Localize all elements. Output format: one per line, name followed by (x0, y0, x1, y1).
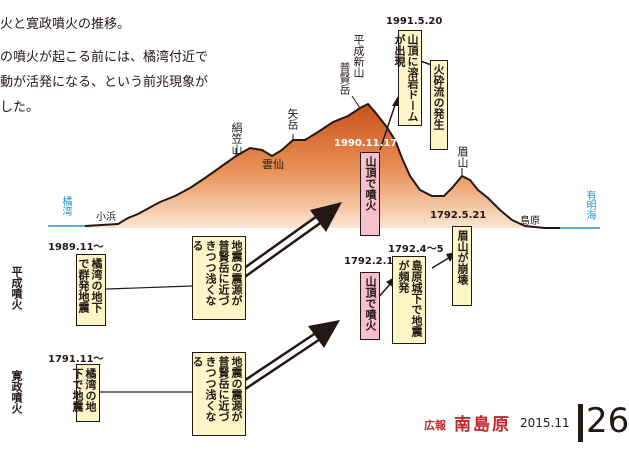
date-heisei-start: 1989.11〜 (48, 242, 104, 253)
box-heisei-pyroclastic: 火砕流の発生 (430, 60, 448, 150)
footer-city-name: 南島原 (454, 415, 511, 435)
label-ariake-sea: 有明海 (584, 190, 595, 220)
label-era-heisei: 平成噴火 (10, 266, 23, 310)
label-unzen: 雲仙 (262, 158, 284, 171)
box-kansei-swarm: 橘湾の地下で地震 (71, 364, 100, 422)
arrow-to-dome (379, 101, 397, 151)
footer-bar (578, 404, 583, 442)
intro-line-4: した。 (0, 100, 40, 115)
intro-line-2: の噴火が起こる前には、橘湾付近で (0, 50, 209, 65)
label-shimabara: 島原 (520, 216, 540, 227)
box-heisei-dome: 山頂に溶岩ドームが出現 (393, 30, 422, 126)
label-kinugasa: 絹笠山 (230, 122, 243, 155)
box-heisei-hypocenter: 地震の震源が普賢岳に近づきつつ浅くなる (191, 236, 246, 320)
label-obama: 小浜 (96, 212, 116, 223)
label-tachibana-bay: 橘湾 (60, 196, 71, 216)
diagram-canvas (48, 59, 600, 442)
footer-koho: 広報 (424, 419, 446, 432)
box-heisei-swarm: 橘湾の地下で群発地震 (76, 254, 106, 326)
label-era-kansei: 寛政噴火 (10, 370, 23, 414)
box-kansei-hypocenter: 地震の震源が普賢岳に近づきつつ浅くなる (191, 352, 246, 436)
box-kansei-eruption: 山頂で噴火 (360, 272, 380, 340)
label-yada: 矢岳 (286, 108, 299, 130)
label-mayu: 眉山 (456, 146, 469, 168)
footer-issue-date: 2015.11 (520, 416, 570, 430)
footer-page-number: 26 (586, 401, 629, 441)
box-heisei-eruption: 山頂で噴火 (360, 152, 380, 236)
date-heisei-dome: 1991.5.20 (386, 16, 443, 27)
date-kansei-flank: 1792.4〜5 (388, 244, 444, 255)
date-kansei-collapse: 1792.5.21 (430, 210, 487, 221)
date-kansei-eruption: 1792.2.10 (344, 256, 401, 267)
big-arrow-heisei-head (310, 202, 342, 232)
date-kansei-start: 1791.11〜 (48, 354, 104, 365)
label-heisei-shinzan: 平成新山 (352, 34, 365, 78)
intro-line-3: 動が活発になる、という前兆現象が (0, 75, 209, 90)
big-arrow-kansei-head (308, 320, 340, 348)
intro-line-1: 火と寛政噴火の推移。 (0, 17, 131, 32)
date-heisei-eruption: 1990.11.17 (334, 138, 398, 149)
box-kansei-collapse: 眉山が崩壊 (452, 226, 472, 306)
leader-fugen (351, 95, 361, 109)
box-kansei-flank-quakes: 島原城下で地震が頻発 (392, 256, 426, 344)
label-fugen: 普賢岳 (338, 62, 351, 95)
